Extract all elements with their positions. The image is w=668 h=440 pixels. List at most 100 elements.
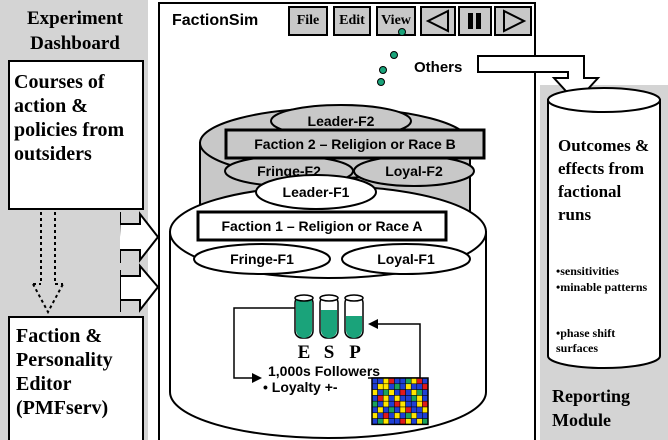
fringe-f1-ellipse [193,243,331,275]
grid-cell [422,377,429,385]
pause-button[interactable] [458,6,492,36]
test-tube-s [319,294,339,339]
grid-cell [416,412,423,419]
window-title: FactionSim [172,12,259,29]
grid-cell [399,406,406,414]
grid-cell [422,418,429,425]
grid-cell [394,395,401,402]
input-arrow-upper [110,211,160,263]
play-button[interactable] [494,6,532,36]
grid-cell [405,377,412,385]
test-tube-p [344,294,364,339]
grid-cell [405,383,412,390]
grid-cell [371,406,378,414]
pause-icon [468,13,481,29]
grid-cell [371,418,378,425]
others-dots [377,28,406,86]
grid-cell [388,389,395,396]
leader-f2-label: Leader-F2 [308,113,375,129]
grid-cell [377,383,384,390]
grid-cell [388,395,395,402]
editor-box [8,316,144,440]
leader-f1-ellipse [255,174,377,210]
grid-cell [388,406,395,414]
grid-cell [399,412,406,419]
grid-cell [422,389,429,396]
grid-cell [405,400,412,408]
grid-cell [405,395,412,402]
grid-cell [377,400,384,408]
grid-border [371,377,429,426]
grid-cell [382,400,390,408]
bullet-sensitivities: •sensitivities [556,264,619,278]
grid-cell [410,418,418,425]
loyal-f1-ellipse [341,243,471,275]
leader-f1-label: Leader-F1 [283,184,350,200]
back-icon [425,9,449,33]
grid-cell [422,412,429,419]
grid-cell [382,377,390,385]
grid-cell [416,395,423,402]
grid-cell [382,412,390,419]
dotted-down-arrow [32,212,64,315]
bullet-minable-patterns: •minable patterns [556,280,648,294]
grid-cell [394,406,401,414]
grid-cell [382,418,390,425]
grid-cell [399,383,406,390]
loyal-f1-label: Loyal-F1 [377,251,435,267]
back-button[interactable] [420,6,456,36]
grid-cell [394,412,401,419]
grid-cell [394,400,401,408]
loyal-f2-label: Loyal-F2 [385,163,443,179]
view-menu-button[interactable]: View [376,6,416,36]
faction2-name-box [224,128,486,160]
grid-cell [416,400,423,408]
follower-grid [371,377,429,426]
grid-cell [405,418,412,425]
grid-cell [382,395,390,402]
grid-cell [416,406,423,414]
tube-label-e: E [298,342,311,363]
grid-cell [394,377,401,385]
grid-cell [388,383,395,390]
grid-cell [382,389,390,396]
faction1-name-box [196,210,448,242]
grid-cell [388,400,395,408]
edit-menu-button[interactable]: Edit [333,6,371,36]
grid-cell [416,377,423,385]
grid-cell [388,377,395,385]
loyalty-label: • Loyalty +- [263,379,338,395]
grid-cell [410,400,418,408]
grid-cell [377,406,384,414]
grid-cell [371,395,378,402]
grid-cell [371,389,378,396]
grid-cell [388,418,395,425]
grid-cell [371,377,378,385]
grid-cell [416,418,423,425]
file-menu-button[interactable]: File [288,6,328,36]
grid-cell [377,395,384,402]
grid-cell [410,412,418,419]
grid-cell [410,389,418,396]
grid-cell [377,377,384,385]
grid-cell [377,418,384,425]
others-label: Others [414,59,462,76]
grid-cell [405,406,412,414]
reporting-module-title: Reporting Module [552,386,630,430]
input-arrow-lower [110,263,160,314]
grid-cell [399,395,406,402]
grid-cell [422,400,429,408]
grid-cell [382,383,390,390]
play-icon [503,9,527,33]
grid-cell [399,418,406,425]
grid-cell [410,395,418,402]
bullet-phase-shift: •phase shift surfaces [556,326,616,355]
courses-box [8,60,144,210]
grid-cell [399,377,406,385]
grid-cell [394,418,401,425]
grid-cell [422,406,429,414]
outcomes-heading: Outcomes & effects from factional runs [558,136,650,224]
grid-cell [422,383,429,390]
faction1-name: Faction 1 – Religion or Race A [222,218,423,234]
